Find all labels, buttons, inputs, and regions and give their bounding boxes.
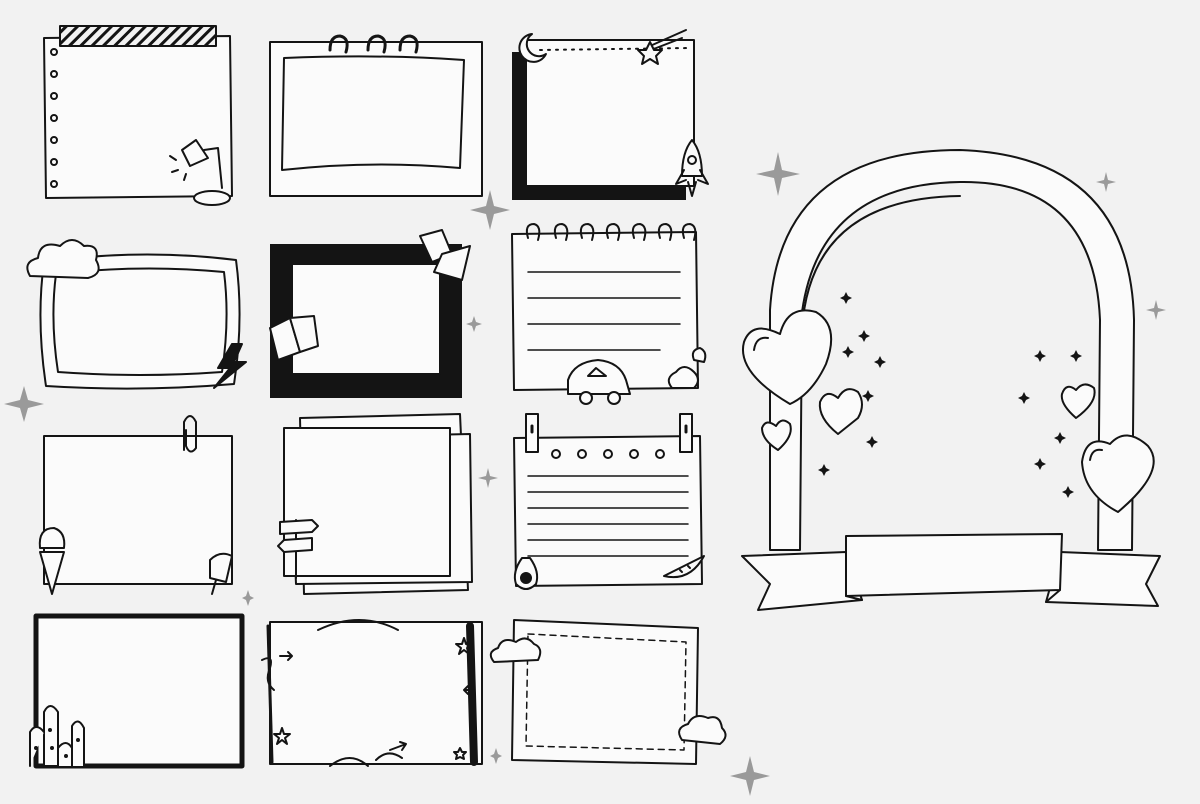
cactus-icon (29, 705, 85, 767)
lightning-icon (213, 343, 247, 389)
washi-tape (59, 25, 217, 47)
car-icon (567, 359, 631, 405)
frame-moon-rocket (512, 29, 709, 200)
cloud-icon (678, 715, 727, 745)
frame-stacked-signpost (277, 413, 473, 595)
desk-lamp-icon (169, 139, 231, 206)
swirl-icon (261, 619, 403, 767)
frame-washi-tape-lamp (43, 25, 233, 206)
ice-cream-icon (38, 527, 66, 595)
frame-spiral-notepad-car (511, 223, 707, 405)
popsicle-icon (209, 552, 233, 595)
rocket-icon (675, 139, 709, 197)
heart-icon (818, 388, 863, 435)
open-book-icon (419, 229, 471, 281)
shooting-star-icon (637, 29, 687, 65)
arrow-icon (279, 651, 475, 751)
frame-paperclip-icecream (38, 415, 233, 595)
ribbon-banner (741, 533, 1161, 611)
binder-rings (328, 34, 419, 54)
crescent-moon-icon (518, 33, 547, 63)
clip-pins (525, 413, 693, 453)
cloud-icon (26, 239, 100, 279)
heart-icon (742, 309, 833, 405)
frame-pinned-lined-avocado (513, 413, 705, 590)
paperclip-icon (183, 415, 197, 453)
signpost-icon (277, 519, 319, 579)
bush-icon (667, 347, 707, 389)
arch-frame-hearts-banner (741, 149, 1161, 611)
frame-cloud-lightning (26, 239, 247, 390)
frame-binder-rings (269, 34, 483, 197)
heart-icon (761, 419, 792, 451)
punched-holes (50, 48, 58, 188)
background-sparkles (4, 152, 1166, 796)
frame-cactus (29, 613, 245, 769)
sparkle-icon (818, 292, 1082, 498)
spiral-rings (525, 223, 697, 241)
open-book-icon (269, 315, 319, 361)
cloud-icon (489, 637, 542, 663)
heart-icon (1060, 383, 1096, 419)
star-icon (273, 637, 473, 760)
frame-dashed-clouds (489, 619, 727, 765)
frame-doodle-arrows (261, 619, 483, 767)
watermelon-icon (663, 555, 705, 578)
frame-thick-books (269, 229, 471, 398)
avocado-icon (513, 557, 539, 590)
heart-icon (1081, 434, 1155, 513)
